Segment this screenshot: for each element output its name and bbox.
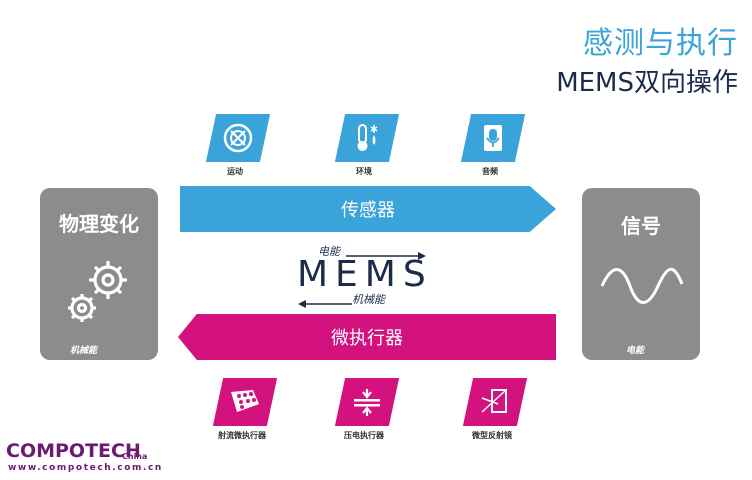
thermometer-icon — [334, 114, 400, 162]
gears-icon — [62, 256, 140, 334]
actuator-label: 射流微执行器 — [218, 431, 266, 440]
electrical-energy-top-label: 电能 — [318, 245, 340, 258]
compotech-logo-suffix: China — [122, 452, 148, 461]
signal-title: 信号 — [621, 214, 661, 238]
page-subtitle: MEMS双向操作 — [556, 68, 738, 98]
electrical-energy-label: 电能 — [626, 346, 645, 356]
sensor-item-audio: 音频 — [460, 114, 526, 177]
motion-icon — [205, 114, 271, 162]
physical-change-box: 物理变化 机械能 — [40, 188, 158, 360]
microphone-icon — [460, 114, 526, 162]
compotech-logo: COMPOTECH — [6, 440, 141, 462]
mechanical-energy-label: 机械能 — [70, 346, 98, 356]
sensor-arrow: 传感器 — [180, 186, 556, 232]
signal-box: 信号 电能 — [582, 188, 700, 360]
compotech-url: www.compotech.com.cn — [8, 463, 163, 473]
sine-wave-icon — [600, 266, 684, 310]
sensor-arrow-label: 传感器 — [341, 200, 395, 221]
actuator-label: 压电执行器 — [344, 431, 384, 440]
sensor-label: 音频 — [482, 167, 498, 176]
mems-title: MEMS — [297, 254, 433, 295]
actuator-arrow: 微执行器 — [178, 314, 556, 360]
actuator-item-fluid: 射流微执行器 — [212, 378, 278, 441]
left-arrow-icon — [296, 294, 352, 313]
sensor-label: 环境 — [356, 167, 372, 176]
page-title: 感测与执行 — [583, 26, 738, 61]
mechanical-energy-bottom-label: 机械能 — [352, 293, 385, 306]
actuator-label: 微型反射镜 — [472, 431, 512, 440]
actuator-item-piezo: 压电执行器 — [334, 378, 400, 441]
fluid-actuator-icon — [212, 378, 278, 426]
physical-change-title: 物理变化 — [59, 212, 139, 236]
sensor-label: 运动 — [227, 167, 243, 176]
actuator-item-mirror: 微型反射镜 — [462, 378, 528, 441]
actuator-arrow-label: 微执行器 — [331, 328, 403, 349]
sensor-item-motion: 运动 — [205, 114, 271, 177]
piezo-actuator-icon — [334, 378, 400, 426]
micro-mirror-icon — [462, 378, 528, 426]
sensor-item-environment: 环境 — [334, 114, 400, 177]
right-arrow-icon — [346, 246, 428, 265]
